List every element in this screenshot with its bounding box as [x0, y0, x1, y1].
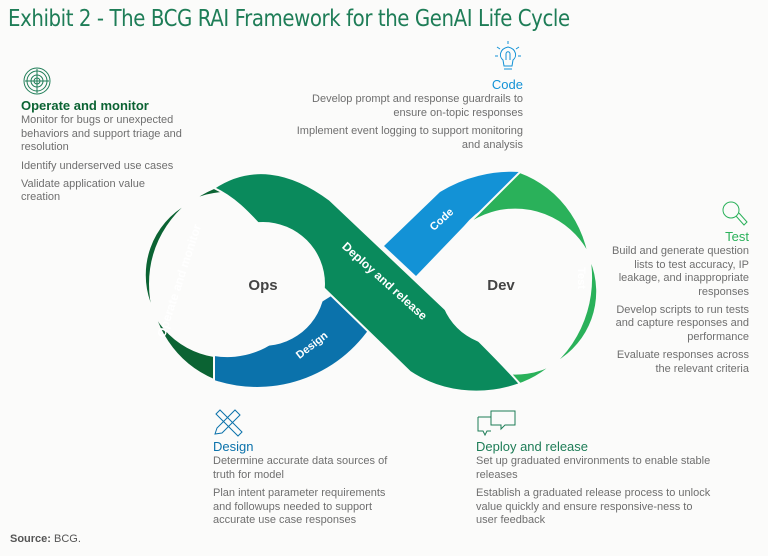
pencil-ruler-icon: [214, 409, 243, 437]
deploy-item: Establish a graduated release process to…: [476, 487, 711, 527]
code-heading: Code: [491, 77, 523, 92]
design-item: Determine accurate data sources of truth…: [213, 455, 388, 481]
operate-item: Identify underserved use cases: [21, 159, 174, 172]
design-block: Design Determine accurate data sources o…: [213, 438, 398, 532]
dev-label: Dev: [487, 277, 515, 294]
deploy-release-block: Deploy and release Set up graduated envi…: [476, 438, 716, 532]
code-block: Code Develop prompt and response guardra…: [290, 76, 523, 157]
dev-hub: [439, 222, 563, 346]
segment-code: [384, 171, 520, 276]
magnifier-icon: [722, 201, 748, 226]
code-item: Develop prompt and response guardrails t…: [312, 93, 523, 119]
operate-monitor-block: Operate and monitor Monitor for bugs or …: [21, 97, 186, 210]
deploy-item: Set up graduated environments to enable …: [476, 455, 711, 481]
test-heading: Test: [725, 229, 749, 244]
test-block: Test Build and generate question lists t…: [610, 228, 749, 381]
ops-label: Ops: [248, 277, 277, 294]
deploy-heading: Deploy and release: [476, 439, 589, 454]
segment-design: [214, 288, 376, 387]
segment-operate-label: Operate and monitor: [154, 222, 204, 339]
design-heading: Design: [213, 439, 254, 454]
lightbulb-icon: [495, 41, 521, 70]
exhibit-title: Exhibit 2 - The BCG RAI Framework for th…: [8, 6, 570, 32]
segment-test: [465, 170, 599, 386]
chat-bubbles-icon: [477, 410, 516, 437]
test-item: Build and generate question lists to tes…: [612, 245, 749, 298]
operate-item: Monitor for bugs or unexpected behaviors…: [21, 114, 182, 154]
source-label: Source:: [10, 533, 51, 545]
segment-test-label: Test: [575, 267, 587, 289]
test-item: Evaluate responses across the relevant c…: [616, 349, 749, 375]
test-item: Develop scripts to run tests and capture…: [615, 304, 749, 343]
source-note: Source: BCG.: [10, 533, 81, 545]
code-item: Implement event logging to support monit…: [296, 125, 523, 151]
source-text: BCG.: [54, 533, 81, 545]
ops-hub: [201, 222, 325, 346]
radar-target-icon: [23, 67, 51, 95]
design-item: Plan intent parameter requirements and f…: [213, 487, 386, 527]
operate-item: Validate application value creation: [21, 178, 145, 204]
operate-heading: Operate and monitor: [21, 98, 149, 113]
